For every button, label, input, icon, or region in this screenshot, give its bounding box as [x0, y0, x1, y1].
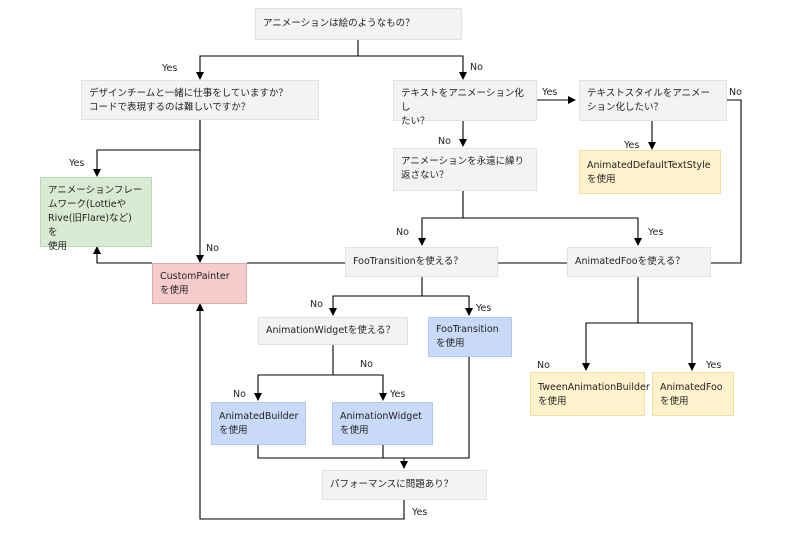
- label-no-textstyle: No: [729, 87, 742, 98]
- edge-q1-team: [196, 40, 359, 80]
- node-performance-issue: パフォーマンスに問題あり？: [322, 470, 487, 500]
- edge-repeat-footransition: [418, 191, 464, 246]
- label-yes-animatedfoo: Yes: [706, 360, 722, 371]
- node-use-animationwidget: AnimationWidget を使用: [332, 402, 433, 445]
- node-use-custompainter: CustomPainter を使用: [152, 263, 247, 304]
- node-not-repeat-forever: アニメーションを永遠に繰り 返さない？: [393, 148, 537, 191]
- label-yes-perf: Yes: [412, 507, 428, 518]
- edge-q1-text: [358, 55, 467, 80]
- label-no-q1: No: [470, 62, 483, 73]
- edge-afq-tab: [582, 277, 639, 371]
- label-yes-textstyle: Yes: [624, 140, 640, 151]
- label-no-repeat: No: [396, 227, 409, 238]
- node-can-use-animatedfoo: AnimatedFooを使える？: [567, 247, 711, 277]
- node-can-use-footransition: FooTransitionを使える？: [345, 247, 498, 277]
- node-can-use-animationwidget: AnimationWidgetを使える？: [258, 317, 408, 345]
- label-no-team: No: [206, 243, 219, 254]
- edge-ftq-animwidget: [329, 277, 423, 316]
- label-yes-animwidget: Yes: [390, 389, 406, 400]
- node-use-footransition: FooTransition を使用: [428, 317, 512, 357]
- node-use-animated-default-text-style: AnimatedDefaultTextStyle を使用: [579, 150, 721, 194]
- label-no-text: No: [438, 136, 451, 147]
- edge-footransition-perf: [404, 357, 470, 459]
- label-no-animwidget: No: [360, 359, 373, 370]
- label-yes-team: Yes: [69, 158, 85, 169]
- label-no-animatedfoo: No: [537, 360, 550, 371]
- node-use-tweenanimationbuilder: TweenAnimationBuilder を使用: [530, 372, 650, 416]
- edge-aw-widget: [333, 374, 387, 401]
- edge-ftq-footransition: [422, 295, 473, 316]
- edge-custompainter-framework: [93, 246, 152, 264]
- node-animate-textstyle: テキストスタイルをアニメー ション化したい？: [579, 80, 727, 121]
- label-yes-text: Yes: [542, 87, 558, 98]
- label-yes-footransition: Yes: [476, 303, 492, 314]
- node-use-animation-framework: アニメーションフレー ムワーク(Lottieや Rive(旧Flare)など) …: [40, 177, 152, 252]
- edge-team-framework: [93, 120, 201, 177]
- node-is-picture-like: アニメーションは絵のようなもの？: [255, 8, 462, 40]
- edge-repeat-animatedfoo: [463, 217, 642, 246]
- edge-perf-custompainter: [196, 303, 405, 520]
- edge-builder-perf: [257, 445, 408, 469]
- label-yes-q1: Yes: [162, 63, 178, 74]
- label-yes-repeat: Yes: [648, 227, 664, 238]
- node-use-animatedfoo: AnimatedFoo を使用: [652, 372, 734, 416]
- edge-aw-builder: [254, 345, 334, 401]
- edge-textstyle-animatedfoo: [711, 99, 742, 264]
- label-no-animbuilder: No: [233, 389, 246, 400]
- edge-afq-animatedfoo: [638, 322, 696, 371]
- node-use-animatedbuilder: AnimatedBuilder を使用: [211, 402, 306, 445]
- node-design-team: デザインチームと一緒に仕事をしていますか？ コードで表現するのは難しいですか？: [81, 80, 319, 120]
- node-animate-text: テキストをアニメーション化し たい？: [393, 80, 537, 127]
- label-no-footransition: No: [310, 299, 323, 310]
